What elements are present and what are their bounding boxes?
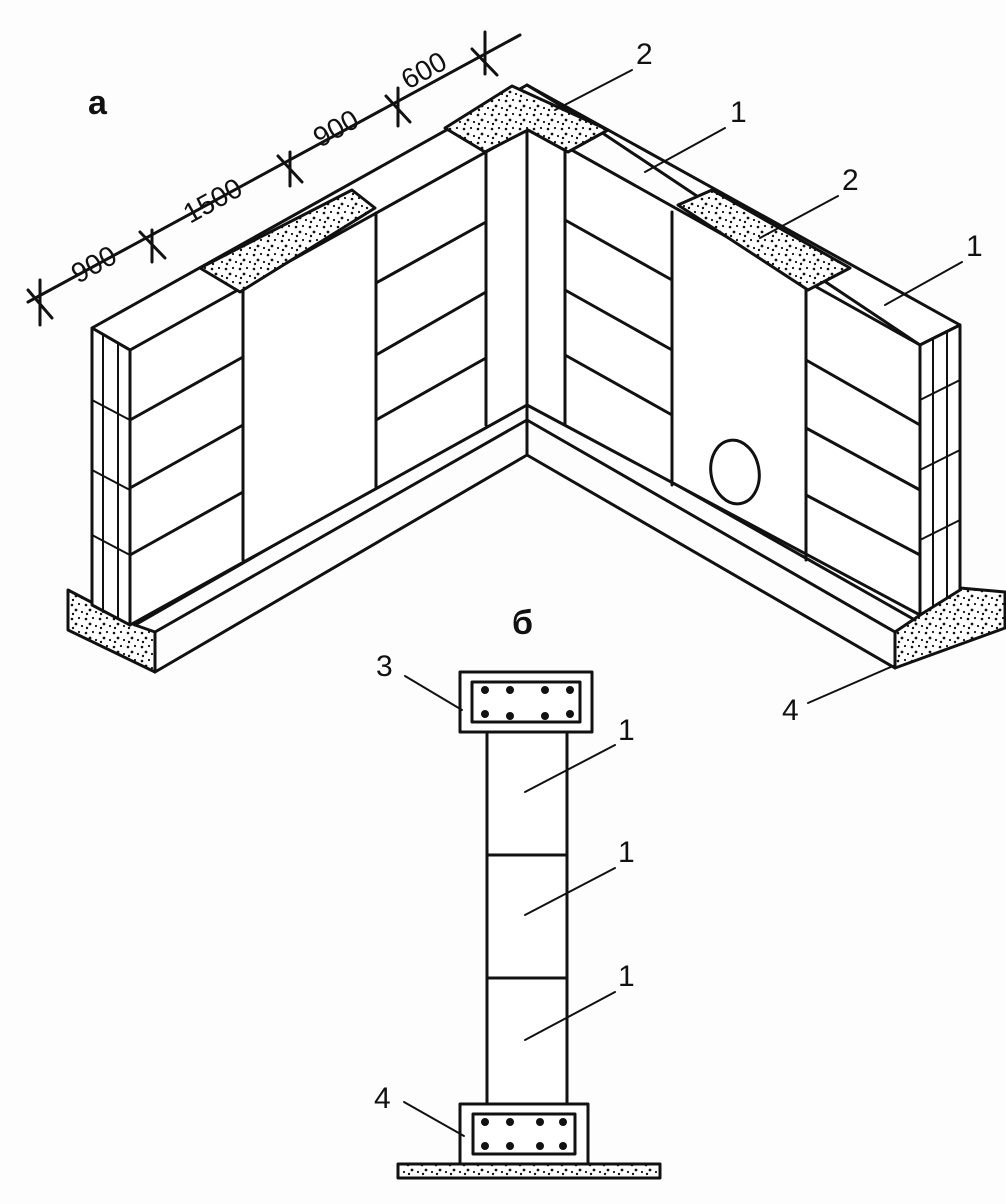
tie-beam-inner: [470, 680, 582, 724]
wall-left-end: [90, 326, 132, 627]
wall-left: [90, 83, 567, 627]
rebar-top: [481, 686, 574, 720]
callout-1-middle: 1: [618, 836, 635, 869]
wall-right: [525, 83, 962, 617]
callout-4-right: 4: [782, 694, 799, 727]
block-column: [485, 730, 569, 1106]
ground-base: [396, 1162, 662, 1180]
dim-900-a: 900: [66, 239, 122, 289]
rebar-bottom: [481, 1118, 567, 1150]
dim-600: 600: [396, 45, 452, 95]
callout-2-top: 2: [636, 38, 653, 71]
dim-1500: 1500: [178, 172, 248, 229]
callout-3: 3: [376, 650, 393, 683]
concrete-insert-right: [676, 188, 852, 292]
concrete-insert-left: [198, 188, 377, 294]
pipe-opening: [709, 438, 761, 506]
panel-b-label: б: [512, 604, 533, 642]
callout-1-lower: 1: [618, 960, 635, 993]
wall-section: б: [374, 604, 662, 1180]
callout-4-section: 4: [374, 1082, 391, 1115]
concrete-insert-corner: [443, 84, 610, 154]
wall-right-end: [918, 323, 962, 617]
isometric-wall-corner: 900 1500 900 600 а 2 1 2 1 4: [26, 30, 1006, 727]
panel-a-label: а: [88, 84, 108, 122]
callout-1-top: 1: [730, 96, 747, 129]
callout-1-right: 1: [966, 230, 983, 263]
callouts-a: 2 1 2 1 4: [554, 38, 983, 727]
callout-2-right: 2: [842, 164, 859, 197]
callout-1-upper: 1: [618, 714, 635, 747]
foundation-inner: [471, 1112, 577, 1156]
